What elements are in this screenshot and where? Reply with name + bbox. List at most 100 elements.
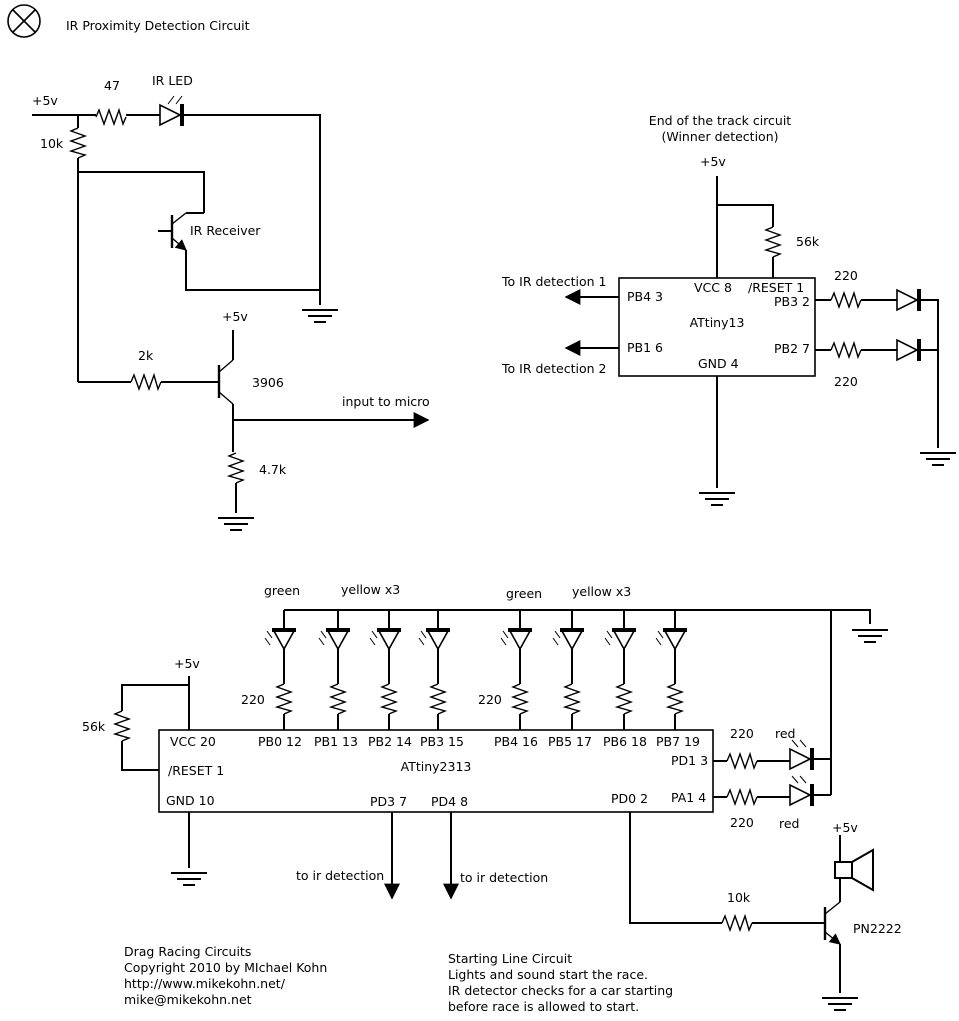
ir-receiver-label: IR Receiver (190, 223, 261, 238)
chip-name: ATtiny13 (690, 315, 745, 330)
pin-pb2: PB2 14 (368, 734, 412, 749)
pin-gnd: GND 10 (166, 793, 215, 808)
notes-line: Lights and sound start the race. (448, 967, 648, 982)
track-supply-label: +5v (700, 154, 726, 169)
to-ir1-label: to ir detection (296, 868, 384, 883)
resistor-icon (616, 683, 632, 715)
speaker-icon (834, 848, 874, 892)
red-led-icon (789, 747, 815, 771)
pin-pb4: PB4 3 (627, 289, 663, 304)
pnp-transistor-icon (217, 359, 234, 405)
resistor-220 (276, 683, 292, 715)
attiny2313-chip (158, 729, 714, 813)
r-red2-label: 220 (730, 815, 754, 830)
page-title: IR Proximity Detection Circuit (66, 18, 250, 33)
resistor-icon (564, 683, 580, 715)
ir-led-label: IR LED (152, 73, 193, 88)
ir-receiver-transistor-icon (158, 212, 320, 291)
pin-pd3: PD3 7 (370, 794, 407, 809)
pin-pa1: PA1 4 (671, 790, 706, 805)
attiny13-chip (618, 277, 816, 377)
out1-label: To IR detection 1 (501, 274, 606, 289)
resistor-220 (512, 683, 528, 715)
ground-icon (217, 517, 255, 531)
to-ir2-label: to ir detection (460, 870, 548, 885)
led-icon (318, 627, 351, 650)
ir-led-icon (159, 103, 185, 127)
credits-block: Drag Racing Circuits Copyright 2010 by M… (124, 944, 327, 1007)
resistor-10k (721, 915, 753, 931)
r-group1-label: 220 (241, 692, 265, 707)
resistor-47 (95, 109, 127, 125)
pin-reset: /RESET 1 (168, 763, 224, 778)
led-icon (655, 627, 688, 650)
output-label: input to micro (342, 394, 430, 409)
r-led1-label: 220 (834, 268, 858, 283)
credits-line: Drag Racing Circuits (124, 944, 251, 959)
red2-label: red (779, 816, 800, 831)
led-column (655, 610, 688, 730)
led-icon (896, 288, 922, 312)
resistor-icon (667, 683, 683, 715)
r-pullup-label: 10k (40, 136, 64, 151)
led-column (500, 610, 533, 730)
r-led-label: 47 (104, 78, 120, 93)
pnp-label: 3906 (252, 375, 284, 390)
resistor-icon (381, 683, 397, 715)
led-column (604, 610, 637, 730)
ir-supply-label: +5v (32, 93, 58, 108)
npn-label: PN2222 (853, 921, 902, 936)
resistor-220 (726, 789, 758, 805)
pin-vcc: VCC 8 (694, 280, 732, 295)
speaker-supply-label: +5v (832, 820, 858, 835)
ground-icon (170, 872, 208, 886)
npn-transistor-icon (823, 901, 841, 945)
ground-icon (919, 452, 957, 466)
r-base-label: 2k (138, 348, 154, 363)
pin-pb1: PB1 13 (314, 734, 358, 749)
pin-pb1: PB1 6 (627, 340, 663, 355)
track-end-title: End of the track circuit (649, 113, 792, 128)
notes-line: IR detector checks for a car starting (448, 983, 673, 998)
pin-pb7: PB7 19 (656, 734, 700, 749)
led-icon (604, 627, 637, 650)
r-led2-label: 220 (834, 374, 858, 389)
pin-pb4: PB4 16 (494, 734, 538, 749)
led-icon (369, 627, 402, 650)
resistor-56k (765, 226, 781, 258)
pin-pb3: PB3 15 (420, 734, 464, 749)
pnp-supply-label: +5v (222, 309, 248, 324)
resistor-4k7 (228, 452, 244, 484)
notes-line: Starting Line Circuit (448, 951, 572, 966)
notes-line: before race is allowed to start. (448, 999, 639, 1014)
led-column (369, 610, 402, 730)
resistor-56k (114, 710, 130, 742)
resistor-10k (70, 127, 86, 159)
r-reset-label: 56k (82, 719, 106, 734)
out2-label: To IR detection 2 (501, 361, 606, 376)
ground-icon (821, 997, 859, 1011)
r-reset-label: 56k (796, 234, 820, 249)
pin-pb5: PB5 17 (548, 734, 592, 749)
r-red1-label: 220 (730, 726, 754, 741)
ground-icon (698, 492, 736, 506)
lamp-icon (7, 4, 41, 38)
r-emitter-label: 4.7k (259, 462, 287, 477)
red-led-icon (789, 783, 815, 807)
track-end-circuit: End of the track circuit (Winner detecti… (501, 113, 957, 506)
pin-pd4: PD4 8 (431, 794, 468, 809)
pin-reset: /RESET 1 (748, 280, 804, 295)
resistor-2k (130, 374, 162, 390)
led-icon (418, 627, 451, 650)
resistor-icon (330, 683, 346, 715)
ground-icon (851, 629, 889, 643)
start-notes-block: Starting Line Circuit Lights and sound s… (448, 951, 673, 1014)
pin-pd0: PD0 2 (611, 791, 648, 806)
pin-vcc: VCC 20 (170, 734, 216, 749)
red1-label: red (775, 726, 796, 741)
resistor-220 (830, 342, 862, 358)
start-supply-label: +5v (174, 656, 200, 671)
resistor-220 (726, 753, 758, 769)
led-column (264, 610, 297, 730)
